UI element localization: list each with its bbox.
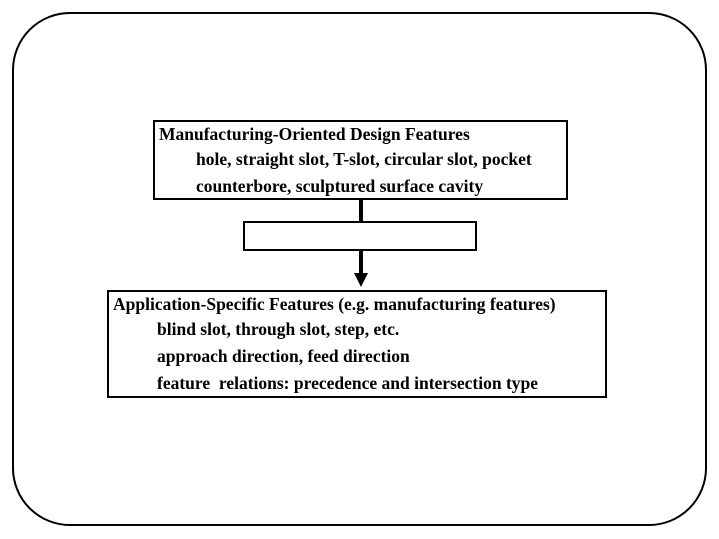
- top-box-line-1: hole, straight slot, T-slot, circular sl…: [196, 149, 532, 169]
- slide-rounded-border: [12, 12, 707, 526]
- empty-intermediate-box: [243, 221, 477, 251]
- bottom-box-title: Application-Specific Features (e.g. manu…: [113, 294, 556, 314]
- bottom-box-line-1: blind slot, through slot, step, etc.: [157, 319, 400, 339]
- bottom-box-line-2: approach direction, feed direction: [157, 346, 410, 366]
- arrow-down-icon: [354, 273, 368, 287]
- application-specific-features-box: Application-Specific Features (e.g. manu…: [107, 290, 607, 398]
- top-box-title: Manufacturing-Oriented Design Features: [159, 124, 470, 144]
- bottom-box-line-3: feature relations: precedence and inters…: [157, 373, 539, 393]
- top-box-line-2: counterbore, sculptured surface cavity: [196, 176, 484, 196]
- manufacturing-oriented-features-box: Manufacturing-Oriented Design Features h…: [153, 120, 568, 200]
- connector-bottom-line: [359, 251, 363, 275]
- connector-top-line: [359, 200, 363, 221]
